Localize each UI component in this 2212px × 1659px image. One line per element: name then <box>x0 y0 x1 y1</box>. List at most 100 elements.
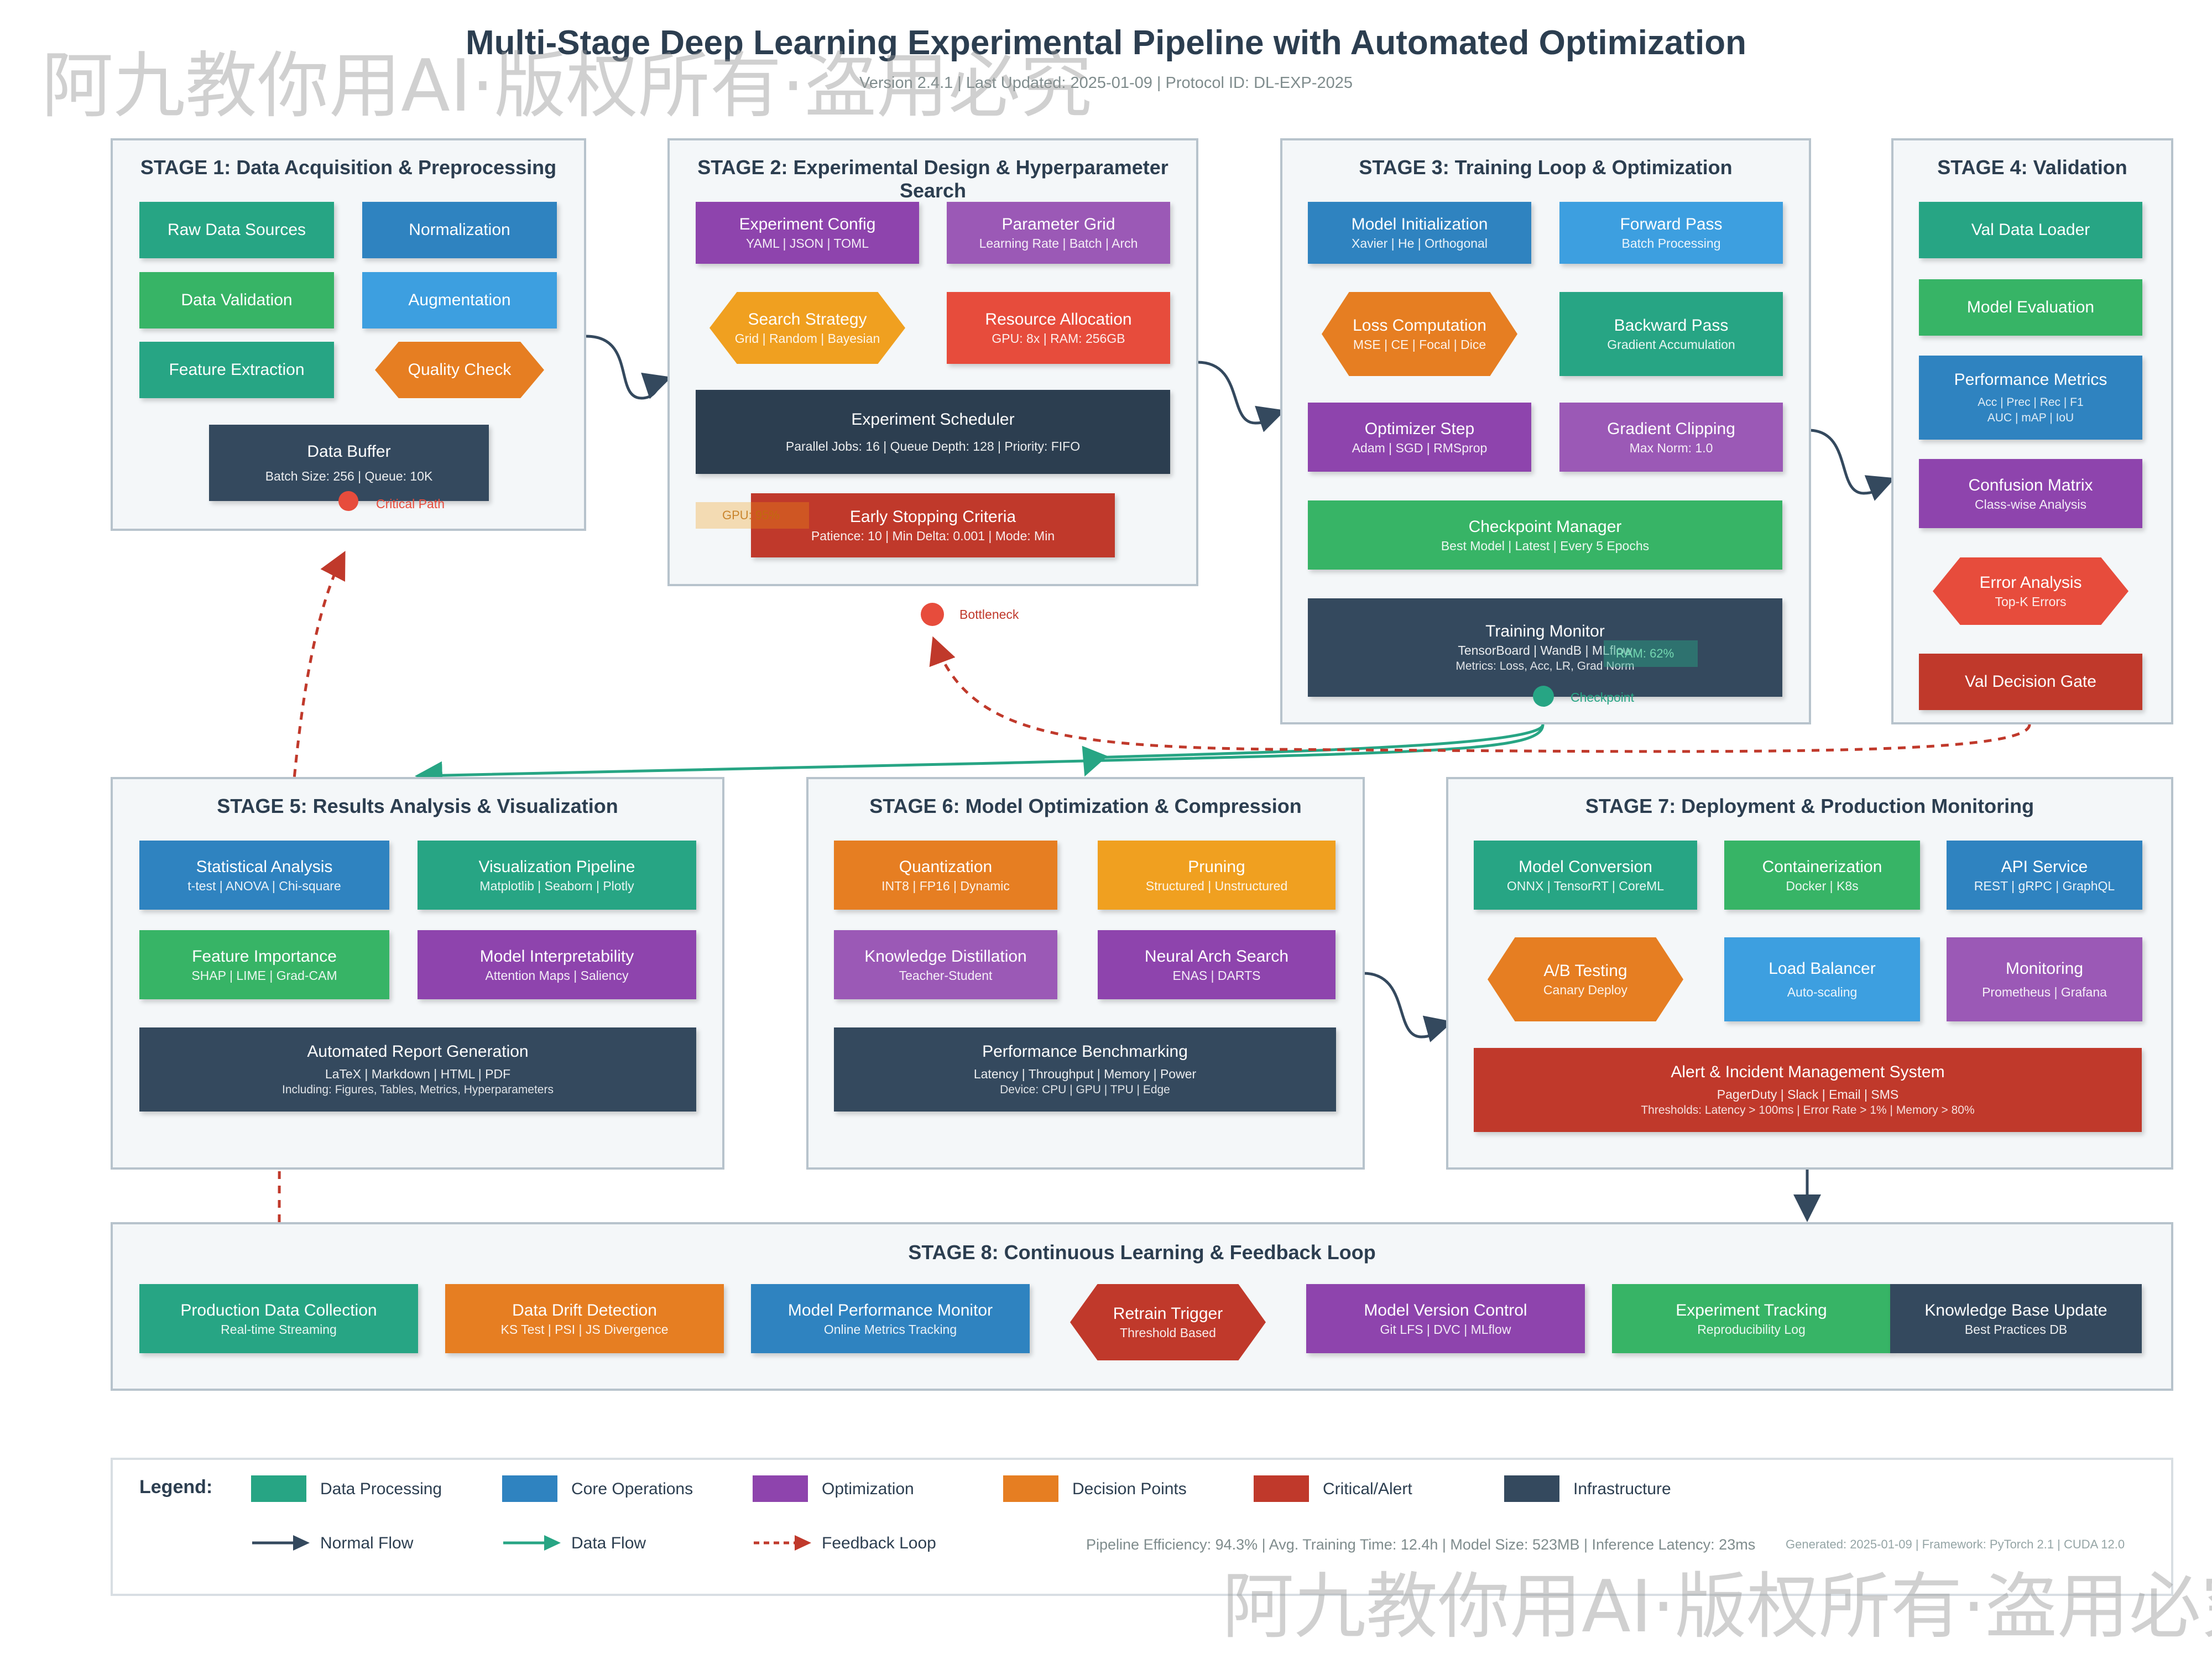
stage-1-title: STAGE 1: Data Acquisition & Preprocessin… <box>140 156 557 179</box>
checkpoint-label: Checkpoint <box>1571 690 1635 705</box>
normalization-node[interactable]: Normalization <box>362 202 557 258</box>
feedback-s4-s2 <box>929 636 2031 753</box>
legend-swatch-optimization <box>753 1475 808 1502</box>
checkpoint-marker <box>1533 686 1554 707</box>
page-subtitle: Version 2.4.1 | Last Updated: 2025-01-09… <box>859 74 1353 92</box>
generated-info: Generated: 2025-01-09 | Framework: PyTor… <box>1786 1537 2125 1551</box>
val-decision-gate-node[interactable]: Val Decision Gate <box>1919 654 2142 710</box>
flow-s6-s7 <box>1363 972 1453 1042</box>
legend-label-normal-flow: Normal Flow <box>320 1534 414 1552</box>
augmentation-node[interactable]: Augmentation <box>362 272 557 328</box>
legend-normal-flow-arrow <box>252 1535 310 1551</box>
stage-2-title: STAGE 2: Experimental Design & Hyperpara… <box>697 156 1168 202</box>
legend-swatch-data-processing <box>251 1475 306 1502</box>
legend-label-optimization: Optimization <box>822 1480 914 1498</box>
watermark-bottom: 阿九教你用AI·版权所有·盗用必究 <box>1222 1564 2212 1648</box>
legend-swatch-critical-alert <box>1254 1475 1309 1502</box>
quality-check-node[interactable]: Quality Check <box>375 342 544 398</box>
model-evaluation-node[interactable]: Model Evaluation <box>1919 279 2142 336</box>
stage-3-title: STAGE 3: Training Loop & Optimization <box>1359 156 1733 179</box>
flow-s2-s3 <box>1197 361 1286 432</box>
legend-panel: Legend: Data Processing Core Operations … <box>111 1458 2173 1596</box>
bottleneck-marker <box>921 603 944 626</box>
bottleneck-label: Bottleneck <box>959 607 1019 622</box>
val-data-loader-node[interactable]: Val Data Loader <box>1919 202 2142 258</box>
pipeline-stats: Pipeline Efficiency: 94.3% | Avg. Traini… <box>1086 1536 1756 1553</box>
gpu-usage-indicator: GPU: 95% <box>696 502 809 529</box>
feature-extraction-node[interactable]: Feature Extraction <box>139 342 334 398</box>
legend-feedback-loop-arrow <box>754 1535 811 1551</box>
legend-label-data-flow: Data Flow <box>571 1534 646 1552</box>
stage-6-title: STAGE 6: Model Optimization & Compressio… <box>869 795 1302 817</box>
critical-path-marker <box>338 491 358 511</box>
legend-label-data-processing: Data Processing <box>320 1480 442 1498</box>
legend-data-flow-arrow <box>503 1535 561 1551</box>
stage-4-title: STAGE 4: Validation <box>1937 156 2127 179</box>
legend-swatch-decision-points <box>1003 1475 1058 1502</box>
stage-8-title: STAGE 8: Continuous Learning & Feedback … <box>908 1241 1376 1264</box>
flow-s1-s2 <box>586 335 672 400</box>
ram-usage-indicator: RAM: 62% <box>1604 640 1698 667</box>
legend-swatch-core-operations <box>502 1475 557 1502</box>
critical-path-label: Critical Path <box>376 497 445 511</box>
stage-7-title: STAGE 7: Deployment & Production Monitor… <box>1585 795 2034 817</box>
legend-label-infrastructure: Infrastructure <box>1573 1480 1671 1498</box>
flow-s3-s5 <box>415 724 1545 789</box>
legend-title: Legend: <box>139 1477 213 1498</box>
data-validation-node[interactable]: Data Validation <box>139 272 334 328</box>
feedback-s8-s1 <box>278 551 346 1223</box>
legend-label-decision-points: Decision Points <box>1072 1480 1187 1498</box>
legend-label-core-operations: Core Operations <box>571 1480 693 1498</box>
raw-data-sources-node[interactable]: Raw Data Sources <box>139 202 334 258</box>
legend-swatch-infrastructure <box>1504 1475 1559 1502</box>
flow-s3-s6 <box>1082 724 1545 777</box>
legend-label-feedback-loop: Feedback Loop <box>822 1534 936 1552</box>
flow-s3-s4 <box>1808 429 1896 501</box>
legend-label-critical-alert: Critical/Alert <box>1323 1480 1412 1498</box>
page-title: Multi-Stage Deep Learning Experimental P… <box>465 24 1747 62</box>
